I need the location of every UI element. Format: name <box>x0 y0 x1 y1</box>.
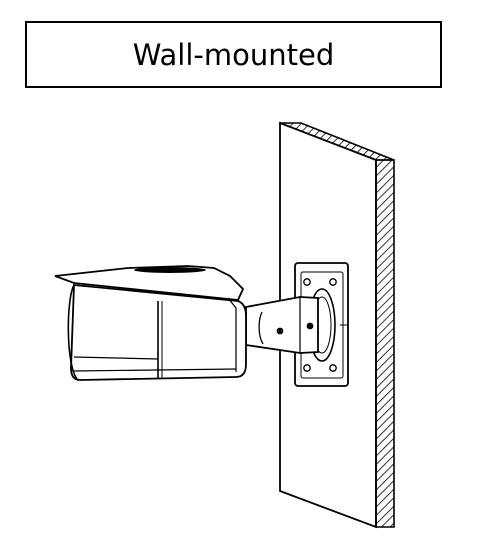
bracket-screw-left <box>276 327 284 335</box>
camera-sunshield <box>54 265 245 301</box>
wall-side-hatched <box>375 159 395 528</box>
bracket-screw-right <box>306 322 314 330</box>
plate-screw-top-left <box>303 278 311 286</box>
title-box: Wall-mounted <box>25 21 442 88</box>
diagram-title: Wall-mounted <box>132 37 335 72</box>
plate-screw-bottom-right <box>329 364 337 372</box>
bracket-arm <box>245 296 319 354</box>
plate-screw-bottom-left <box>303 364 311 372</box>
camera-front-end <box>67 284 78 380</box>
plate-screw-top-right <box>329 278 337 286</box>
camera-sunshield-slot <box>134 267 206 273</box>
camera <box>54 265 247 381</box>
